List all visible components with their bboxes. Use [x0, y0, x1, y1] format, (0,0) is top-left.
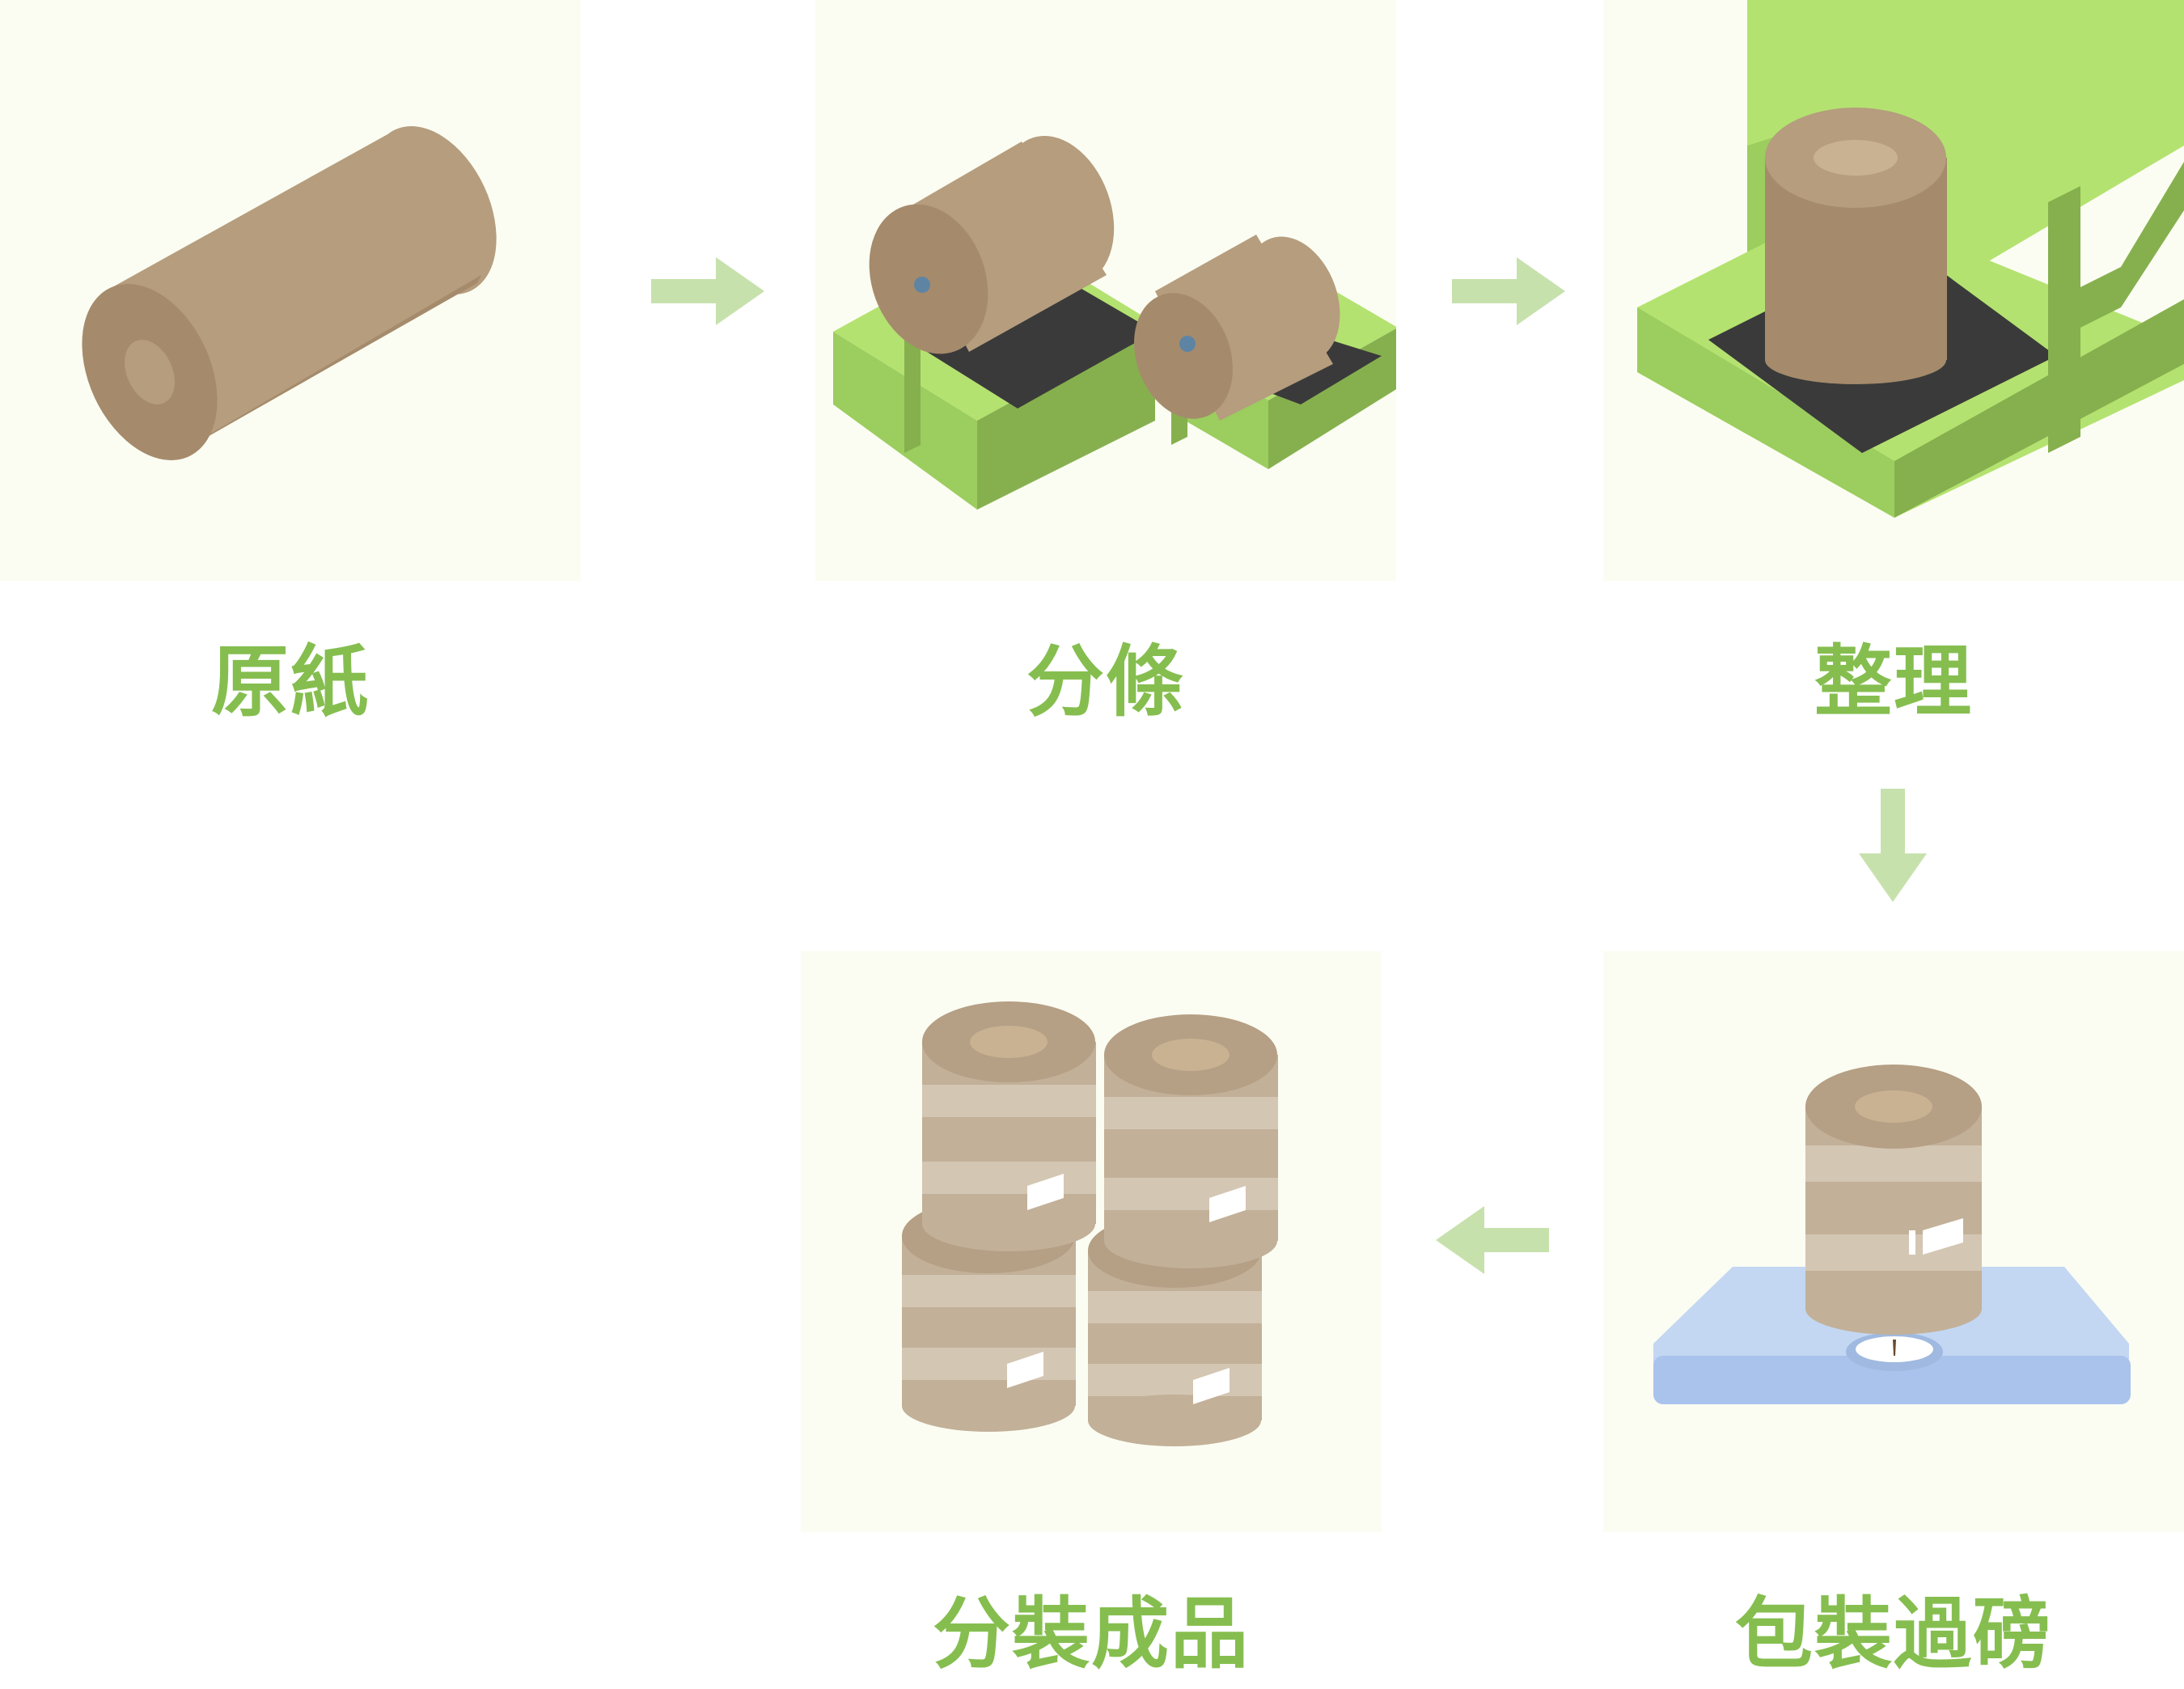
step-arranging-panel	[1603, 0, 2184, 581]
step-label-slitting: 分條	[815, 643, 1396, 721]
step-label-packing-weighing: 包裝過磅	[1603, 1595, 2184, 1673]
arrow-down-icon	[1856, 789, 1929, 902]
weighing-scale-illustration	[1603, 951, 2184, 1532]
step-label-arranging: 整理	[1603, 643, 2184, 721]
step-label-raw-paper: 原紙	[0, 643, 581, 721]
arrow-left-icon	[1436, 1204, 1549, 1276]
arrow-right-icon	[651, 255, 764, 328]
finished-rolls-illustration	[801, 951, 1382, 1532]
step-raw-paper-panel	[0, 0, 581, 581]
step-finished-goods-panel	[801, 951, 1382, 1532]
arrow-right-icon	[1452, 255, 1565, 328]
step-label-finished-goods: 分裝成品	[801, 1595, 1382, 1673]
step-slitting-panel	[815, 0, 1396, 581]
paper-roll-illustration	[0, 0, 581, 581]
arranging-machine-illustration	[1603, 0, 2184, 581]
slitting-machine-illustration	[815, 0, 1396, 581]
step-packing-weighing-panel	[1603, 951, 2184, 1532]
